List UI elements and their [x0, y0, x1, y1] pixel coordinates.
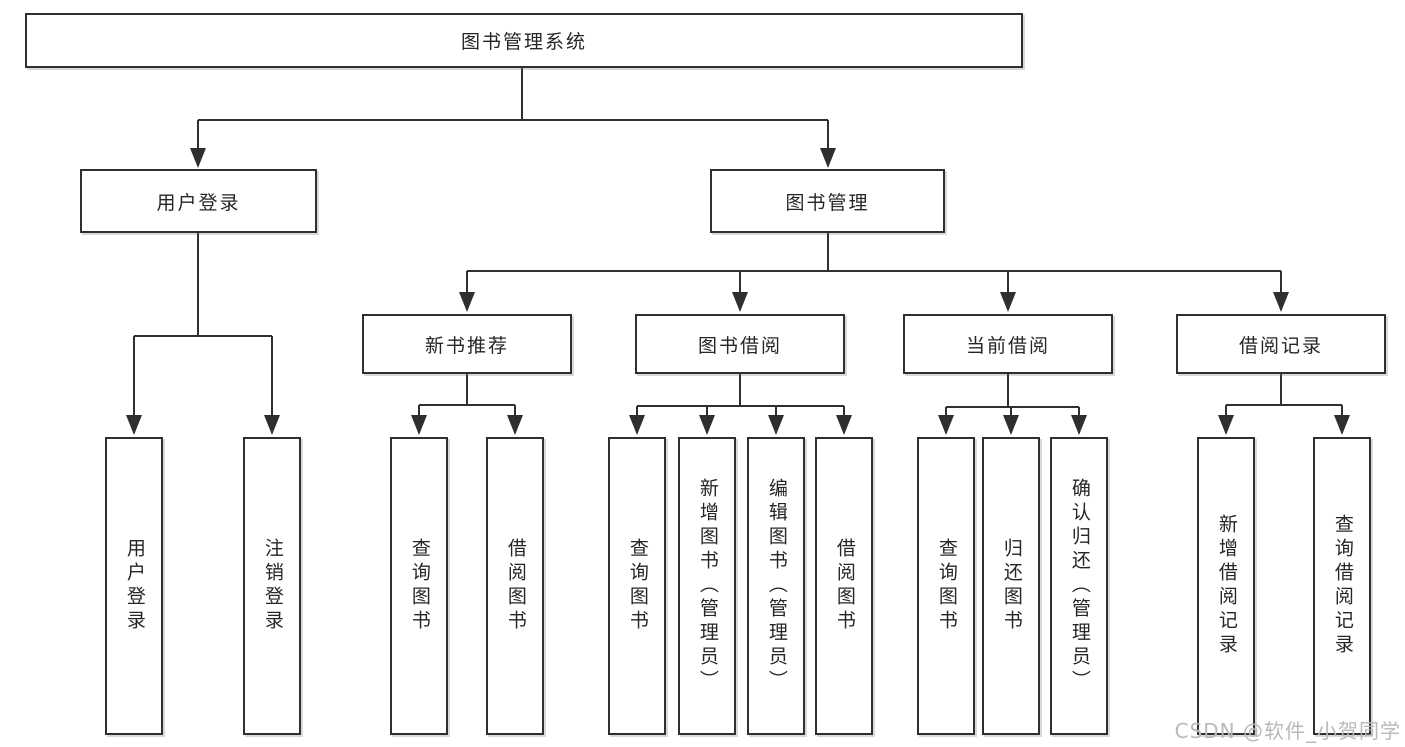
node-bb-query-books: 查询图书: [608, 437, 666, 735]
node-cb-return-books: 归还图书: [982, 437, 1040, 735]
node-label: 新增借阅记录: [1215, 514, 1238, 658]
node-label: 用户登录: [156, 191, 241, 214]
node-label: 新书推荐: [424, 334, 509, 357]
node-label: 查询借阅记录: [1331, 514, 1354, 658]
node-cb-query-books: 查询图书: [917, 437, 975, 735]
node-label: 查询图书: [408, 538, 431, 634]
node-label: 注销登录: [261, 538, 284, 634]
node-label: 归还图书: [1000, 538, 1023, 634]
node-label: 借阅记录: [1238, 334, 1323, 357]
node-user-login-group: 用户登录: [80, 169, 317, 233]
node-new-book-recommend: 新书推荐: [362, 314, 572, 374]
node-label: 图书管理系统: [460, 31, 587, 53]
csdn-watermark: CSDN @软件_小贺同学: [1174, 719, 1401, 743]
node-label: 确认归还（管理员）: [1068, 478, 1091, 694]
node-current-borrowing: 当前借阅: [903, 314, 1113, 374]
node-book-borrowing: 图书借阅: [635, 314, 845, 374]
node-user-login: 用户登录: [105, 437, 163, 735]
node-label: 当前借阅: [965, 334, 1050, 357]
node-bb-add-books-admin: 新增图书（管理员）: [678, 437, 736, 735]
node-bb-edit-books-admin: 编辑图书（管理员）: [747, 437, 805, 735]
node-label: 查询图书: [626, 538, 649, 634]
node-book-management: 图书管理: [710, 169, 945, 233]
node-nbr-query-books: 查询图书: [390, 437, 448, 735]
node-cb-confirm-return-admin: 确认归还（管理员）: [1050, 437, 1108, 735]
node-bb-borrow-books: 借阅图书: [815, 437, 873, 735]
node-label: 新增图书（管理员）: [696, 478, 719, 694]
node-library-management-system: 图书管理系统: [25, 13, 1023, 68]
node-label: 查询图书: [935, 538, 958, 634]
node-label: 图书管理: [785, 191, 870, 214]
node-logout-login: 注销登录: [243, 437, 301, 735]
node-borrowing-records: 借阅记录: [1176, 314, 1386, 374]
node-label: 图书借阅: [697, 334, 782, 357]
node-label: 编辑图书（管理员）: [765, 478, 788, 694]
node-label: 借阅图书: [833, 538, 856, 634]
node-br-query-record: 查询借阅记录: [1313, 437, 1371, 735]
node-nbr-borrow-books: 借阅图书: [486, 437, 544, 735]
node-label: 用户登录: [123, 538, 146, 634]
node-br-add-record: 新增借阅记录: [1197, 437, 1255, 735]
node-label: 借阅图书: [504, 538, 527, 634]
